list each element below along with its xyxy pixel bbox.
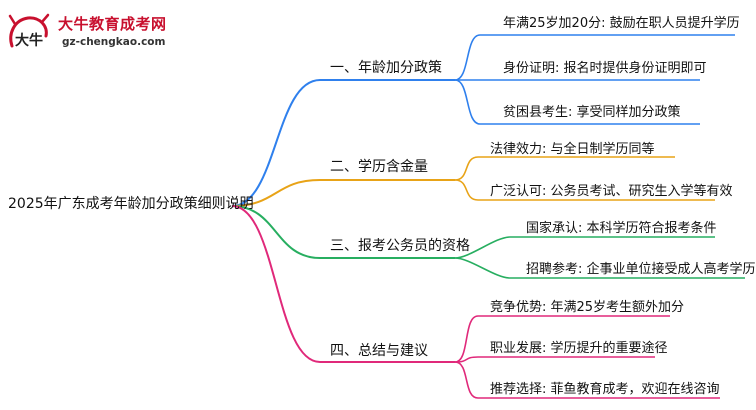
logo-site-name: 大牛教育成考网 bbox=[58, 15, 167, 33]
branch-leaf-connector bbox=[454, 257, 511, 279]
branch-summary-advice: 四、总结与建议 bbox=[330, 343, 428, 359]
branch-leaf-connector bbox=[454, 236, 511, 259]
branch-leaf-connector bbox=[454, 34, 481, 81]
leaf-age-bonus-20: 年满25岁加20分: 鼓励在职人员提升学历 bbox=[503, 16, 740, 31]
leaf-recommendation: 推荐选择: 菲鱼教育成考，欢迎在线咨询 bbox=[490, 382, 720, 397]
leaf-recruitment-ref: 招聘参考: 企事业单位接受成人高考学历 bbox=[526, 262, 756, 277]
root-branch-connector bbox=[231, 179, 321, 207]
root-topic: 2025年广东成考年龄加分政策细则说明 bbox=[8, 196, 254, 212]
branch-leaf-connector bbox=[454, 315, 479, 363]
root-branch-connector bbox=[231, 79, 321, 207]
leaf-competitive-edge: 竞争优势: 年满25岁考生额外加分 bbox=[490, 300, 685, 315]
leaf-legal-validity: 法律效力: 与全日制学历同等 bbox=[490, 142, 655, 157]
leaf-identity-proof: 身份证明: 报名时提供身份证明即可 bbox=[503, 61, 707, 76]
logo-ox-icon: 大牛 bbox=[8, 13, 50, 49]
branch-civil-service: 三、报考公务员的资格 bbox=[330, 238, 470, 254]
branch-degree-value: 二、学历含金量 bbox=[330, 159, 428, 175]
root-branch-connector bbox=[231, 205, 321, 363]
branch-leaf-connector bbox=[454, 79, 481, 125]
logo-mark-text: 大牛 bbox=[15, 32, 43, 49]
leaf-poor-county: 贫困县考生: 享受同样加分政策 bbox=[503, 105, 681, 120]
branch-age-bonus-policy: 一、年龄加分政策 bbox=[330, 60, 442, 76]
branch-leaf-connector bbox=[454, 361, 479, 399]
leaf-national-recognition: 国家承认: 本科学历符合报考条件 bbox=[526, 221, 717, 236]
leaf-career-growth: 职业发展: 学历提升的重要途径 bbox=[490, 341, 668, 356]
logo-site-url: gz-chengkao.com bbox=[62, 36, 166, 48]
branch-leaf-connector bbox=[454, 356, 479, 363]
site-logo[interactable]: 大牛 大牛教育成考网 gz-chengkao.com bbox=[6, 12, 176, 56]
root-branch-connector bbox=[231, 205, 321, 259]
branch-leaf-connector bbox=[454, 156, 479, 181]
leaf-wide-recognition: 广泛认可: 公务员考试、研究生入学等有效 bbox=[490, 184, 733, 199]
branch-leaf-connector bbox=[454, 179, 479, 201]
